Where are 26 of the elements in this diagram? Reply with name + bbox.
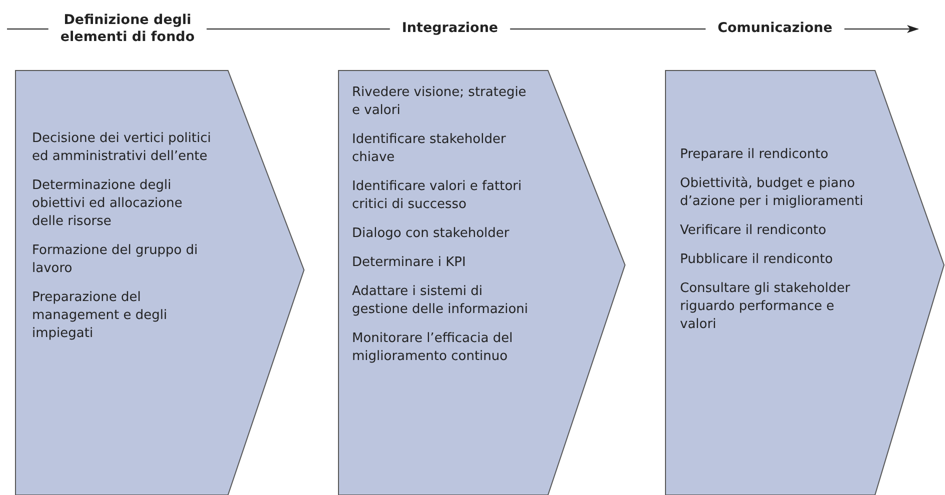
connector-line: [510, 28, 706, 30]
step-heading: Integrazione: [400, 20, 500, 37]
step-item: Preparazione del management e degli impiegati: [32, 289, 168, 343]
step-item: Rivedere visione; strategie e valori: [352, 84, 528, 120]
chevron-step: [338, 20, 626, 495]
step-item: Consultare gli stakeholder riguardo performance e valori: [680, 280, 852, 334]
arrow: [844, 25, 919, 33]
step-item: Decisione dei vertici politici ed amministrativi dell’ente: [32, 130, 212, 166]
step-item: Preparare il rendiconto: [680, 146, 830, 164]
step-item: Obiettività, budget e piano d’azione per i miglioramenti: [680, 175, 864, 211]
connector-line: [206, 28, 390, 30]
step-item: Identificare stakeholder chiave: [352, 131, 507, 167]
step-item: Monitorare l’efficacia del miglioramento continuo: [352, 330, 514, 366]
step-item: Formazione del gruppo di lavoro: [32, 242, 199, 278]
step-heading: Comunicazione: [716, 20, 834, 37]
step-item: Adattare i sistemi di gestione delle informazioni: [352, 283, 530, 319]
step-item: Identificare valori e fattori critici di successo: [352, 178, 523, 214]
step-item: Pubblicare il rendiconto: [680, 251, 834, 269]
step-heading: Definizione degli elementi di fondo: [59, 12, 196, 46]
step-item: Dialogo con stakeholder: [352, 225, 510, 243]
step-item: Determinare i KPI: [352, 254, 467, 272]
chevron-step: [15, 12, 305, 495]
chevron-step: [665, 20, 945, 495]
step-item: Determinazione degli obiettivi ed allocazione delle risorse: [32, 177, 184, 231]
step-item: Verificare il rendiconto: [680, 222, 828, 240]
connector-line: [6, 28, 49, 30]
